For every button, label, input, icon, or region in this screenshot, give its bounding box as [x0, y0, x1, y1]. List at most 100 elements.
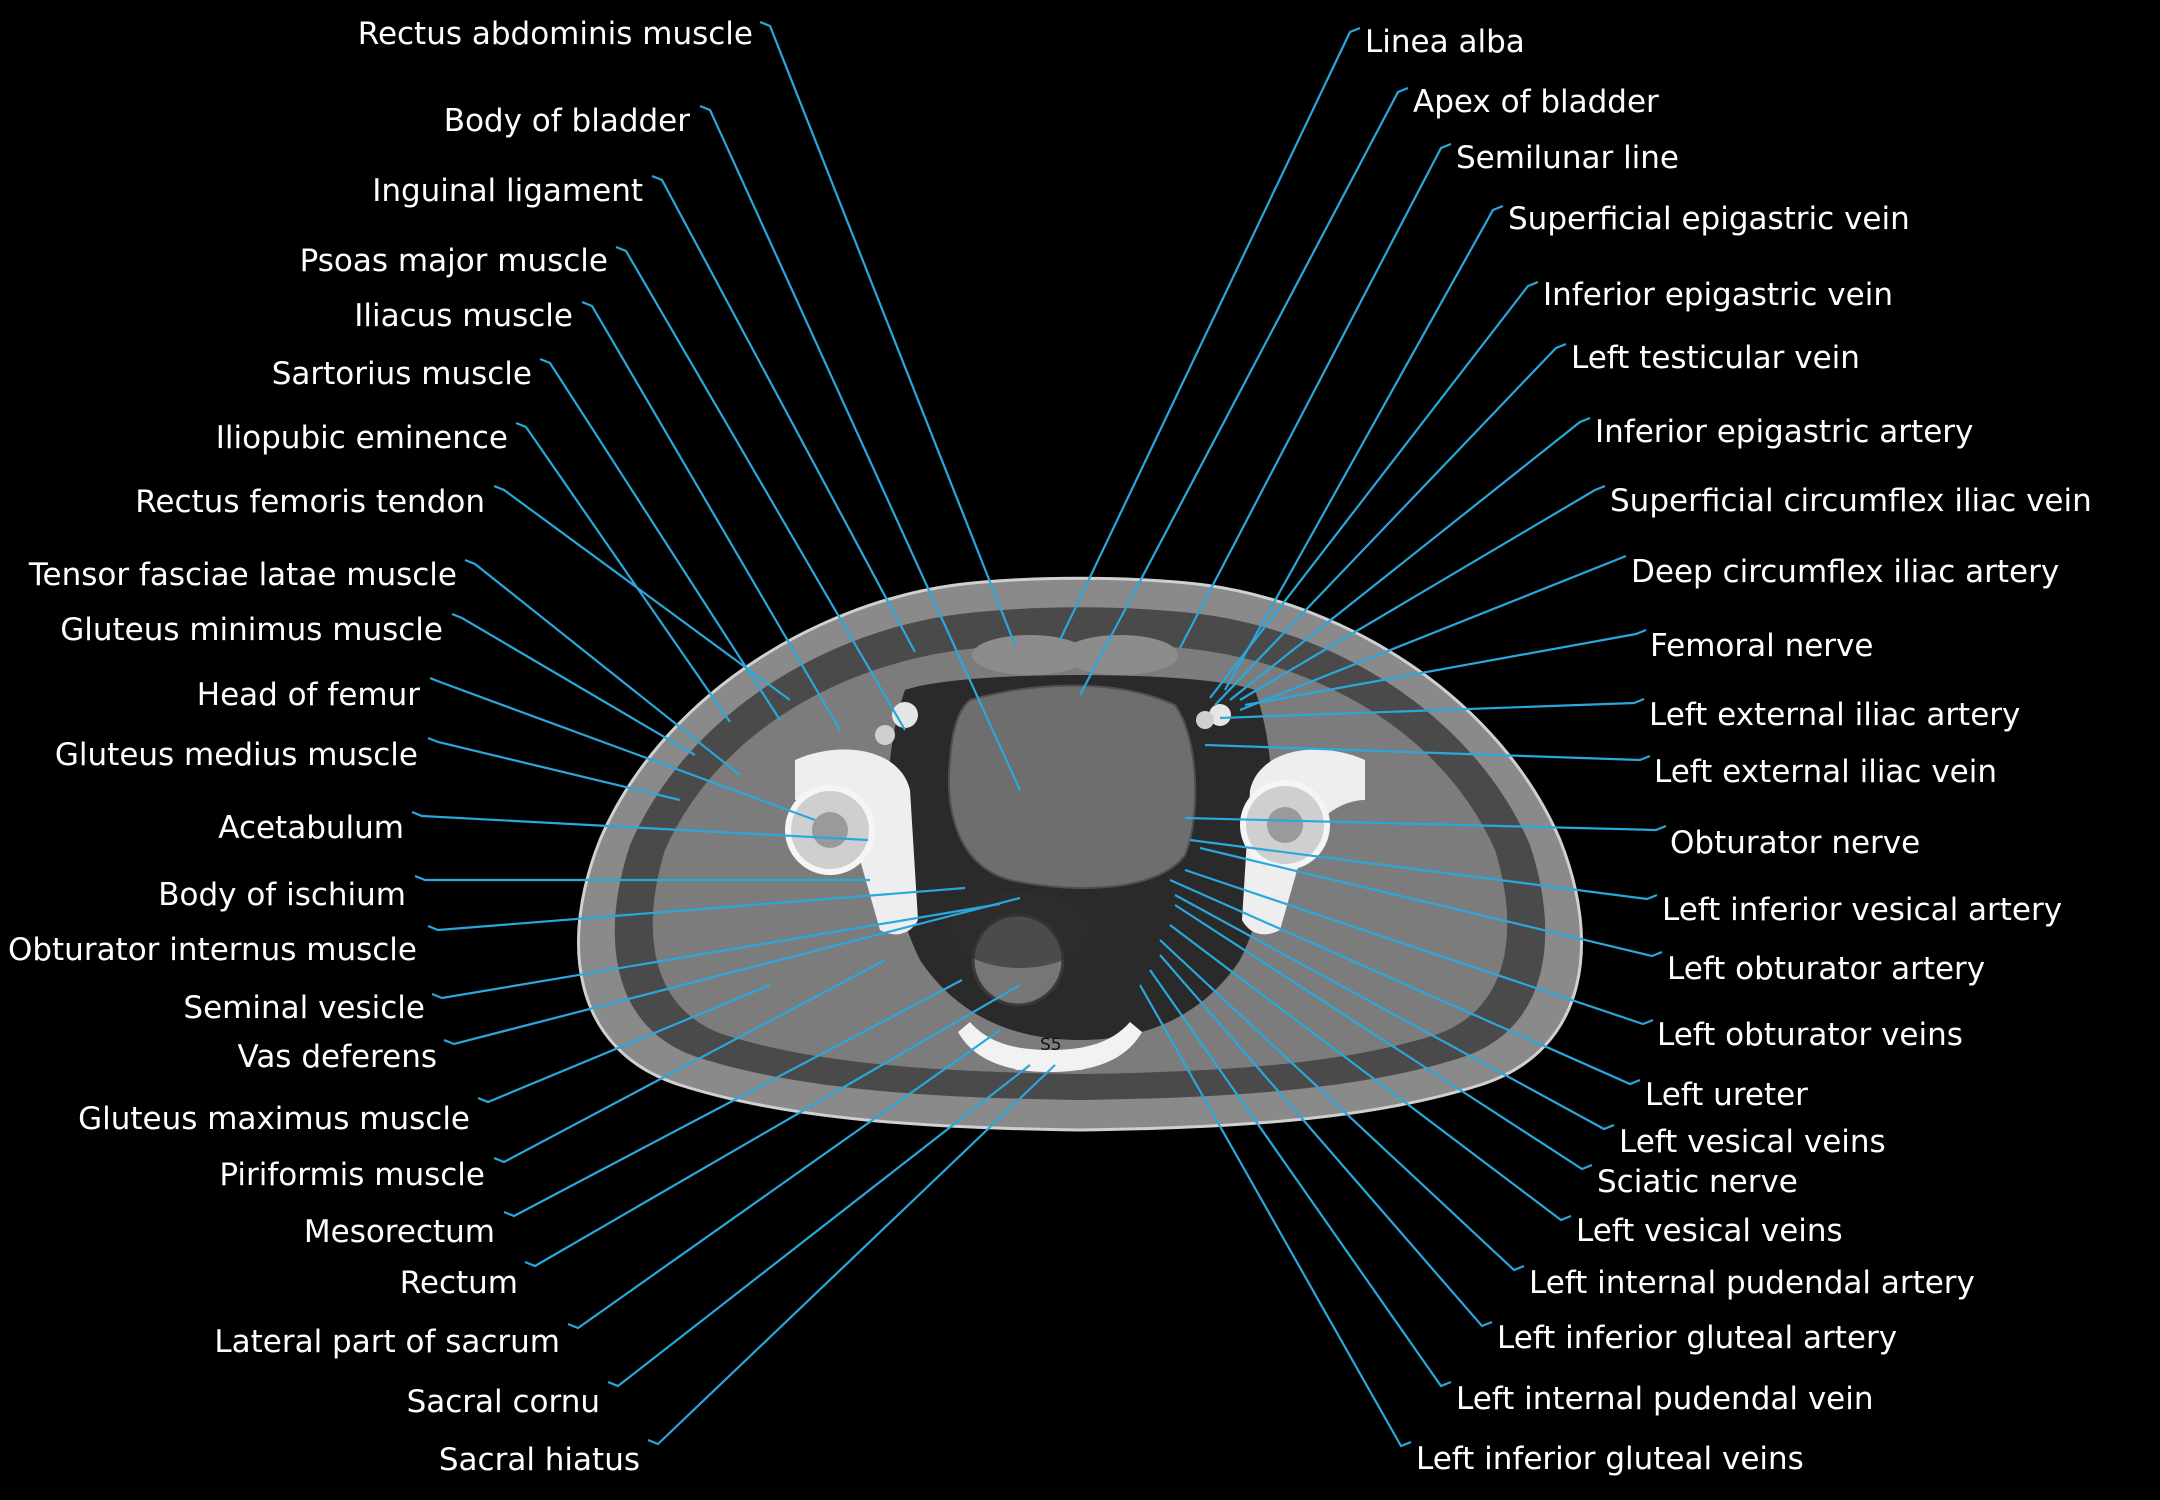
label-left-external-iliac-artery: Left external iliac artery: [1649, 697, 2020, 733]
leader-line-left-internal-pudendal-artery: [1159, 939, 1525, 1272]
leader-line-left-testicular-vein: [1214, 342, 1567, 706]
leader-line-rectus-femoris-tendon: [493, 484, 791, 701]
label-sartorius-muscle: Sartorius muscle: [272, 356, 532, 392]
leader-line-sacral-hiatus: [647, 1064, 1056, 1446]
leader-line-rectus-abdominis-muscle: [759, 20, 1017, 646]
label-sacral-cornu: Sacral cornu: [407, 1384, 600, 1420]
leader-line-femoral-nerve: [1244, 628, 1647, 707]
leader-line-left-obturator-veins: [1184, 868, 1654, 1026]
label-acetabulum: Acetabulum: [218, 810, 404, 846]
label-rectum: Rectum: [400, 1265, 518, 1301]
right-femoral-head-core: [812, 812, 848, 848]
leader-line-lateral-part-of-sacrum: [567, 1029, 1001, 1330]
label-semilunar-line: Semilunar line: [1456, 140, 1679, 176]
label-left-obturator-veins: Left obturator veins: [1657, 1017, 1963, 1053]
leader-line-superficial-circumflex-iliac-vein: [1239, 484, 1606, 701]
leader-line-left-obturator-artery: [1199, 846, 1663, 958]
label-tensor-fasciae-latae-muscle: Tensor fasciae latae muscle: [28, 557, 457, 593]
label-left-external-iliac-vein: Left external iliac vein: [1654, 754, 1997, 790]
label-left-inferior-gluteal-veins: Left inferior gluteal veins: [1416, 1441, 1804, 1477]
label-psoas-major-muscle: Psoas major muscle: [300, 243, 608, 279]
label-gluteus-maximus-muscle: Gluteus maximus muscle: [78, 1101, 470, 1137]
label-left-inferior-gluteal-artery: Left inferior gluteal artery: [1497, 1320, 1897, 1356]
leader-line-body-of-bladder: [699, 104, 1022, 791]
label-piriformis-muscle: Piriformis muscle: [219, 1157, 485, 1193]
label-linea-alba: Linea alba: [1365, 24, 1525, 60]
label-superficial-circumflex-iliac-vein: Superficial circumflex iliac vein: [1610, 483, 2092, 519]
leader-line-iliopubic-eminence: [515, 421, 731, 723]
label-obturator-nerve: Obturator nerve: [1670, 825, 1920, 861]
label-left-vesical-veins: Left vesical veins: [1576, 1213, 1843, 1249]
leader-line-linea-alba: [1059, 26, 1361, 641]
rectus-abdominis-right: [1062, 635, 1178, 675]
label-head-of-femur: Head of femur: [197, 677, 420, 713]
left-external-iliac-vessel-2: [1196, 711, 1214, 729]
leader-line-tensor-fasciae-latae-muscle: [464, 558, 741, 776]
leader-line-left-vesical-veins: [1169, 924, 1572, 1222]
mesorectum: [950, 892, 1090, 968]
leader-line-left-ureter: [1169, 878, 1641, 1086]
label-rectus-femoris-tendon: Rectus femoris tendon: [135, 484, 485, 520]
leader-line-iliacus-muscle: [581, 300, 841, 731]
sacral-cornu-right: [1072, 1054, 1088, 1070]
ct-axial-pelvis-image: S5: [577, 576, 1583, 1132]
leader-line-inguinal-ligament: [651, 174, 916, 653]
leader-line-mesorectum: [503, 979, 963, 1218]
leader-line-left-external-iliac-vein: [1204, 743, 1651, 762]
leader-line-sartorius-muscle: [539, 357, 781, 721]
leader-line-deep-circumflex-iliac-artery: [1239, 554, 1627, 712]
label-sacral-hiatus: Sacral hiatus: [439, 1442, 640, 1478]
leader-line-left-inferior-gluteal-artery: [1159, 954, 1493, 1328]
leader-line-left-vesical-veins: [1174, 894, 1615, 1131]
label-obturator-internus-muscle: Obturator internus muscle: [8, 932, 417, 968]
leader-line-gluteus-maximus-muscle: [477, 983, 771, 1104]
label-femoral-nerve: Femoral nerve: [1650, 628, 1873, 664]
leader-line-body-of-ischium: [414, 874, 870, 882]
leader-line-apex-of-bladder: [1079, 86, 1409, 696]
rectus-abdominis-left: [972, 635, 1088, 675]
label-vas-deferens: Vas deferens: [238, 1039, 437, 1075]
leader-line-left-internal-pudendal-vein: [1149, 969, 1452, 1388]
leader-line-inferior-epigastric-artery: [1229, 416, 1591, 701]
bladder: [947, 684, 1197, 889]
label-seminal-vesicle: Seminal vesicle: [183, 990, 425, 1026]
leader-line-left-inferior-gluteal-veins: [1139, 984, 1412, 1448]
leader-line-superficial-epigastric-vein: [1224, 204, 1504, 691]
label-gluteus-minimus-muscle: Gluteus minimus muscle: [60, 612, 443, 648]
label-superficial-epigastric-vein: Superficial epigastric vein: [1508, 201, 1910, 237]
leader-line-piriformis-muscle: [493, 959, 886, 1164]
left-external-iliac-vessel: [1209, 704, 1231, 726]
label-left-internal-pudendal-vein: Left internal pudendal vein: [1456, 1381, 1874, 1417]
leader-lines: [411, 20, 1667, 1448]
leader-line-sacral-cornu: [607, 1064, 1031, 1388]
label-left-ureter: Left ureter: [1645, 1077, 1808, 1113]
right-external-iliac-vessel: [892, 702, 918, 728]
right-external-iliac-vessel-2: [875, 725, 895, 745]
label-mesorectum: Mesorectum: [304, 1214, 495, 1250]
label-body-of-bladder: Body of bladder: [444, 103, 691, 139]
label-rectus-abdominis-muscle: Rectus abdominis muscle: [358, 16, 753, 52]
label-iliacus-muscle: Iliacus muscle: [354, 298, 573, 334]
label-left-internal-pudendal-artery: Left internal pudendal artery: [1529, 1265, 1975, 1301]
leader-line-seminal-vesicle: [431, 902, 1001, 1000]
sacral-cornu-left: [1010, 1054, 1026, 1070]
sacrum: [958, 1022, 1142, 1072]
leader-line-head-of-femur: [429, 676, 816, 822]
label-inferior-epigastric-artery: Inferior epigastric artery: [1595, 414, 1973, 450]
label-inguinal-ligament: Inguinal ligament: [372, 173, 643, 209]
leader-line-gluteus-medius-muscle: [427, 736, 681, 802]
leader-line-psoas-major-muscle: [615, 245, 906, 731]
leader-line-inferior-epigastric-vein: [1209, 280, 1539, 699]
label-gluteus-medius-muscle: Gluteus medius muscle: [55, 737, 418, 773]
label-apex-of-bladder: Apex of bladder: [1413, 84, 1659, 120]
leader-line-left-external-iliac-artery: [1219, 697, 1645, 720]
leader-line-obturator-internus-muscle: [427, 886, 966, 932]
leader-line-gluteus-minimus-muscle: [451, 612, 696, 756]
left-femoral-head-core: [1267, 807, 1303, 843]
label-lateral-part-of-sacrum: Lateral part of sacrum: [214, 1324, 560, 1360]
vertebra-level-label: S5: [1040, 1035, 1062, 1055]
label-left-testicular-vein: Left testicular vein: [1571, 340, 1860, 376]
